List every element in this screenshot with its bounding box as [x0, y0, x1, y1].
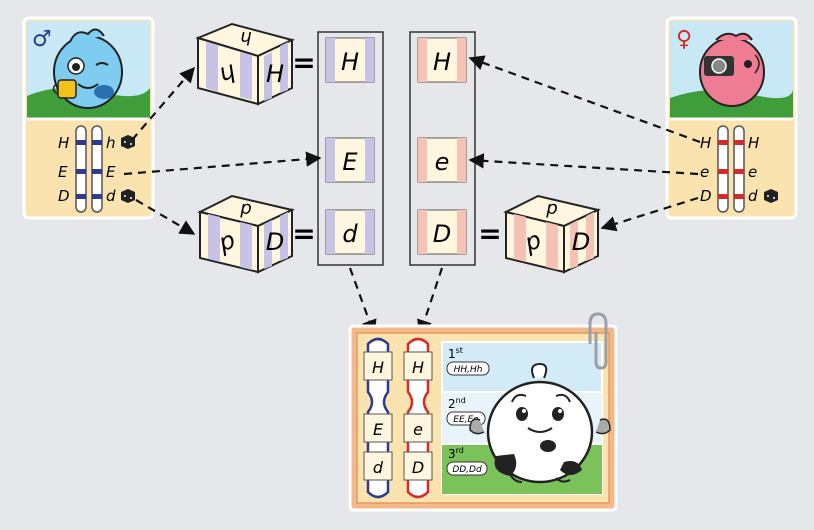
- male-portrait: ♂: [27, 21, 150, 119]
- offspring-male-allele-1: H: [372, 358, 384, 377]
- die-icon: [121, 189, 135, 203]
- offspring-creature-image: [469, 362, 611, 484]
- row-1-genotypes: HH,Hh: [454, 365, 483, 375]
- female-portrait: ♀: [670, 21, 793, 119]
- female-gamete-tile-h: H: [417, 37, 467, 83]
- pink-creature-image: [699, 32, 765, 107]
- paperclip-icon: [588, 312, 608, 370]
- male-allele-h-right: h: [106, 134, 116, 152]
- male-gamete-tile-e: E: [325, 137, 375, 183]
- male-chromosome-pair: [75, 125, 103, 213]
- female-gamete-tile-d: D: [417, 209, 467, 255]
- row-2-ordinal: 2nd: [448, 396, 466, 411]
- female-gamete-column: H e D: [409, 31, 476, 266]
- die-icon: [764, 189, 778, 203]
- male-gamete-label-h: H: [341, 48, 359, 76]
- male-parent-card: ♂ H h E E D d: [22, 16, 155, 220]
- female-d-die: d d D: [503, 194, 602, 274]
- female-allele-d-right: d: [748, 187, 758, 205]
- female-gamete-label-h: H: [433, 48, 451, 76]
- offspring-female-allele-3: D: [412, 458, 424, 477]
- offspring-card: H H E e d D 1st HH,Hh 2nd EE,Ee 3rd: [348, 312, 618, 512]
- offspring-male-allele-3: d: [373, 458, 384, 477]
- male-d-die-top-label: d: [240, 199, 252, 220]
- male-h-die-top-label: h: [240, 27, 251, 48]
- arrow-female-column-to-offspring: [417, 267, 444, 336]
- male-h-die-front-label: H: [266, 60, 284, 88]
- male-allele-e-left: E: [58, 163, 68, 181]
- male-allele-h-left: H: [58, 134, 69, 152]
- arrow-female-e-to-gamete: [468, 153, 699, 176]
- male-gamete-label-e: E: [342, 148, 358, 176]
- male-d-die-front-label: D: [266, 228, 284, 256]
- female-d-die-front-label: D: [572, 228, 590, 256]
- male-gamete-column: H E d: [317, 31, 384, 266]
- offspring-female-allele-1: H: [412, 358, 424, 377]
- arrow-male-column-to-offspring: [348, 267, 377, 336]
- male-h-die: h h H: [195, 22, 295, 106]
- male-allele-d-left: D: [58, 187, 70, 205]
- female-symbol: ♀: [676, 27, 692, 52]
- equals-sign: =: [292, 217, 315, 250]
- arrow-male-e-to-gamete: [123, 151, 322, 176]
- male-symbol: ♂: [32, 27, 52, 52]
- arrow-male-d-to-die: [135, 199, 196, 235]
- male-allele-e-right: E: [106, 163, 116, 181]
- inheritance-arrows: [123, 55, 701, 336]
- female-allele-h-left: H: [700, 134, 711, 152]
- die-icon: [121, 135, 135, 149]
- male-gamete-label-d: d: [342, 220, 358, 248]
- male-gamete-tile-d: d: [325, 209, 375, 255]
- female-allele-e-left: e: [700, 163, 709, 181]
- blue-creature-image: [52, 28, 123, 109]
- equals-sign: =: [478, 217, 501, 250]
- female-gamete-label-e: e: [435, 148, 450, 176]
- row-2-genotypes: EE,Ee: [453, 415, 479, 425]
- row-1-ordinal: 1st: [448, 346, 463, 361]
- male-d-die: d d D: [197, 194, 296, 274]
- female-allele-e-right: e: [748, 163, 757, 181]
- row-3-ordinal: 3rd: [448, 446, 464, 461]
- female-parent-card: ♀ H H e e D d: [665, 16, 798, 220]
- female-allele-h-right: H: [748, 134, 759, 152]
- female-gamete-label-d: D: [433, 220, 451, 248]
- male-gamete-tile-h: H: [325, 37, 375, 83]
- offspring-female-allele-2: e: [413, 420, 423, 439]
- arrow-female-d-to-die: [600, 196, 699, 232]
- row-3-genotypes: DD,Dd: [452, 465, 482, 475]
- female-chromosome-pair: [717, 125, 745, 213]
- arrow-male-h-to-die: [131, 66, 196, 141]
- offspring-info-panel: 1st HH,Hh 2nd EE,Ee 3rd DD,Dd: [441, 341, 611, 495]
- offspring-allele-tiles: H H E e d D: [363, 351, 433, 481]
- male-allele-d-right: d: [106, 187, 116, 205]
- female-allele-d-left: D: [700, 187, 712, 205]
- offspring-male-allele-2: E: [373, 420, 384, 439]
- female-d-die-top-label: d: [546, 199, 558, 220]
- equals-sign: =: [292, 46, 315, 79]
- female-gamete-tile-e: e: [417, 137, 467, 183]
